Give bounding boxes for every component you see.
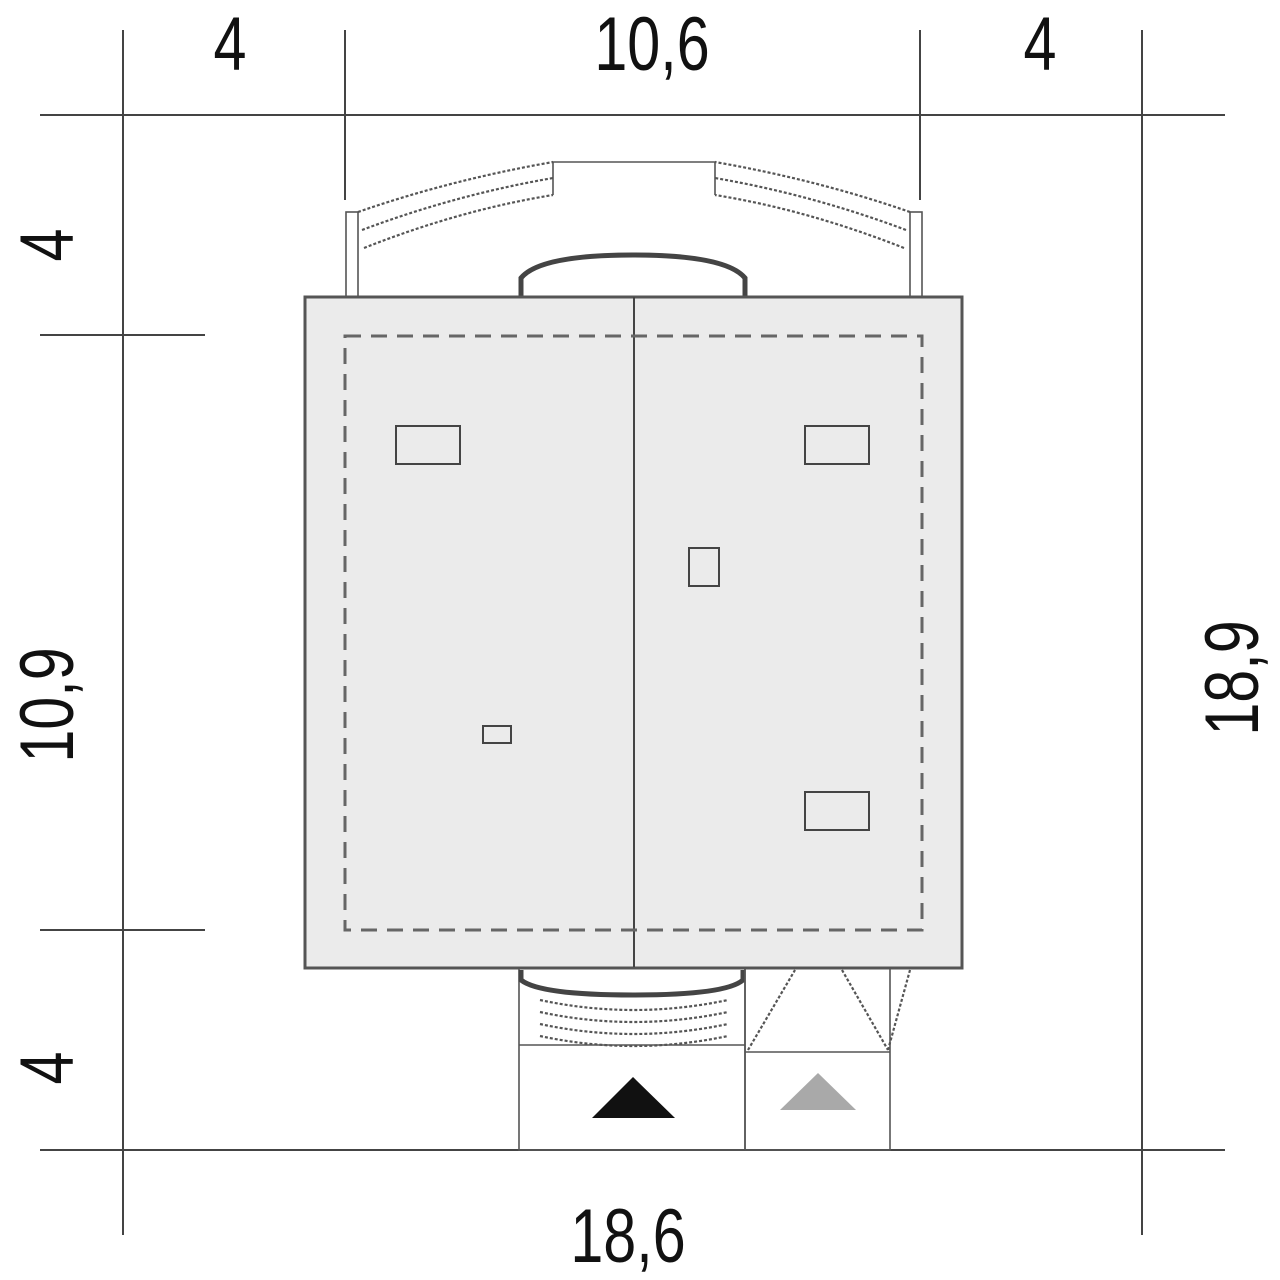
terrace-post-right: [909, 211, 923, 298]
chimney: [688, 547, 720, 587]
terrace-arc: [357, 160, 554, 214]
entrance-step: [539, 998, 729, 1012]
vent: [482, 725, 512, 744]
terrace-arc: [714, 193, 905, 250]
wall-outline-dashed: [343, 334, 924, 932]
skylight: [395, 425, 461, 465]
dim-left-middle: 10,9: [5, 647, 90, 762]
entrance-step: [539, 1034, 729, 1048]
main-entrance-marker-icon: [592, 1077, 675, 1118]
entrance-step: [539, 1010, 729, 1024]
top-terrace: [345, 160, 923, 298]
dim-left-bottom: 4: [5, 1052, 90, 1085]
entrance-step: [539, 1022, 729, 1036]
terrace-arc: [714, 176, 907, 232]
dimension-lines: [40, 30, 1225, 1235]
terrace-opening: [552, 161, 716, 195]
dim-top-middle: 10,6: [594, 2, 709, 87]
garage-diagonal: [841, 969, 889, 1051]
secondary-entrance-marker-icon: [780, 1073, 856, 1110]
terrace-arc: [363, 193, 554, 250]
garage-diagonal: [747, 969, 796, 1051]
garage-entry: [744, 967, 891, 1151]
terrace-arc: [361, 176, 554, 232]
garage-diagonal: [886, 969, 912, 1051]
bay-window-top: [518, 252, 748, 297]
dim-bottom-total: 18,6: [570, 1194, 685, 1279]
terrace-arc: [714, 160, 911, 214]
skylight: [804, 425, 870, 465]
bay-window-bottom: [518, 970, 746, 998]
dim-top-right: 4: [1024, 2, 1057, 87]
dim-top-left: 4: [214, 2, 247, 87]
skylight: [804, 791, 870, 831]
dim-left-top: 4: [5, 229, 90, 262]
building: [303, 295, 964, 970]
entrance-area: [518, 967, 912, 1151]
dim-right-total: 18,9: [1190, 620, 1275, 735]
terrace-post-left: [345, 211, 359, 298]
